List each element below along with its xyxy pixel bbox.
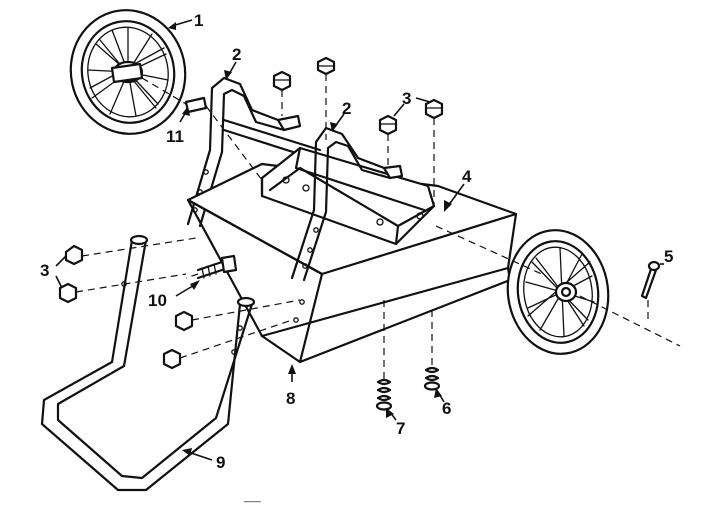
- callout-2-right: 2: [342, 99, 351, 118]
- callout-3-left: 3: [40, 261, 49, 280]
- left-assembly-lines: [75, 237, 301, 359]
- callout-10: 10: [148, 291, 167, 310]
- spring-bolt-6: [423, 366, 441, 391]
- callout-7: 7: [396, 419, 405, 438]
- footer-mark: ___: [243, 492, 261, 503]
- callout-9: 9: [216, 453, 225, 472]
- nut-left-2: [58, 282, 78, 304]
- callout-4: 4: [462, 167, 472, 186]
- nut-top-2: [316, 56, 336, 76]
- left-nuts: [58, 244, 194, 370]
- callout-8: 8: [286, 389, 295, 408]
- nut-left-4: [162, 348, 182, 370]
- callout-11: 11: [166, 127, 184, 146]
- callout-1: 1: [194, 11, 203, 30]
- right-axle-line: [435, 225, 681, 347]
- right-wheel: [506, 229, 610, 355]
- bottom-fasteners: [375, 300, 441, 411]
- nut-left-3: [174, 310, 194, 332]
- left-axle-line: [141, 77, 263, 181]
- callout-2-left: 2: [232, 45, 241, 64]
- callout-3-top: 3: [402, 89, 411, 108]
- bolt: [185, 254, 238, 280]
- callout-labels: 1 2 2 3 4 5 3 11 10 8 9 6 7 ___: [40, 11, 673, 503]
- callout-5: 5: [664, 247, 673, 266]
- callout-6: 6: [442, 399, 451, 418]
- callout-leaders: [55, 19, 664, 461]
- nut-top-1: [272, 70, 292, 92]
- axle-pin: [184, 96, 208, 114]
- left-wheel: [69, 9, 187, 135]
- top-assembly-lines: [281, 74, 435, 206]
- u-handle: [40, 234, 256, 492]
- nut-left-1: [64, 244, 84, 266]
- cotter-pin: [640, 260, 661, 320]
- nut-top-4: [424, 98, 444, 120]
- nut-top-3: [378, 114, 398, 136]
- top-nuts: [272, 56, 444, 136]
- spring-bolt-7: [375, 378, 393, 411]
